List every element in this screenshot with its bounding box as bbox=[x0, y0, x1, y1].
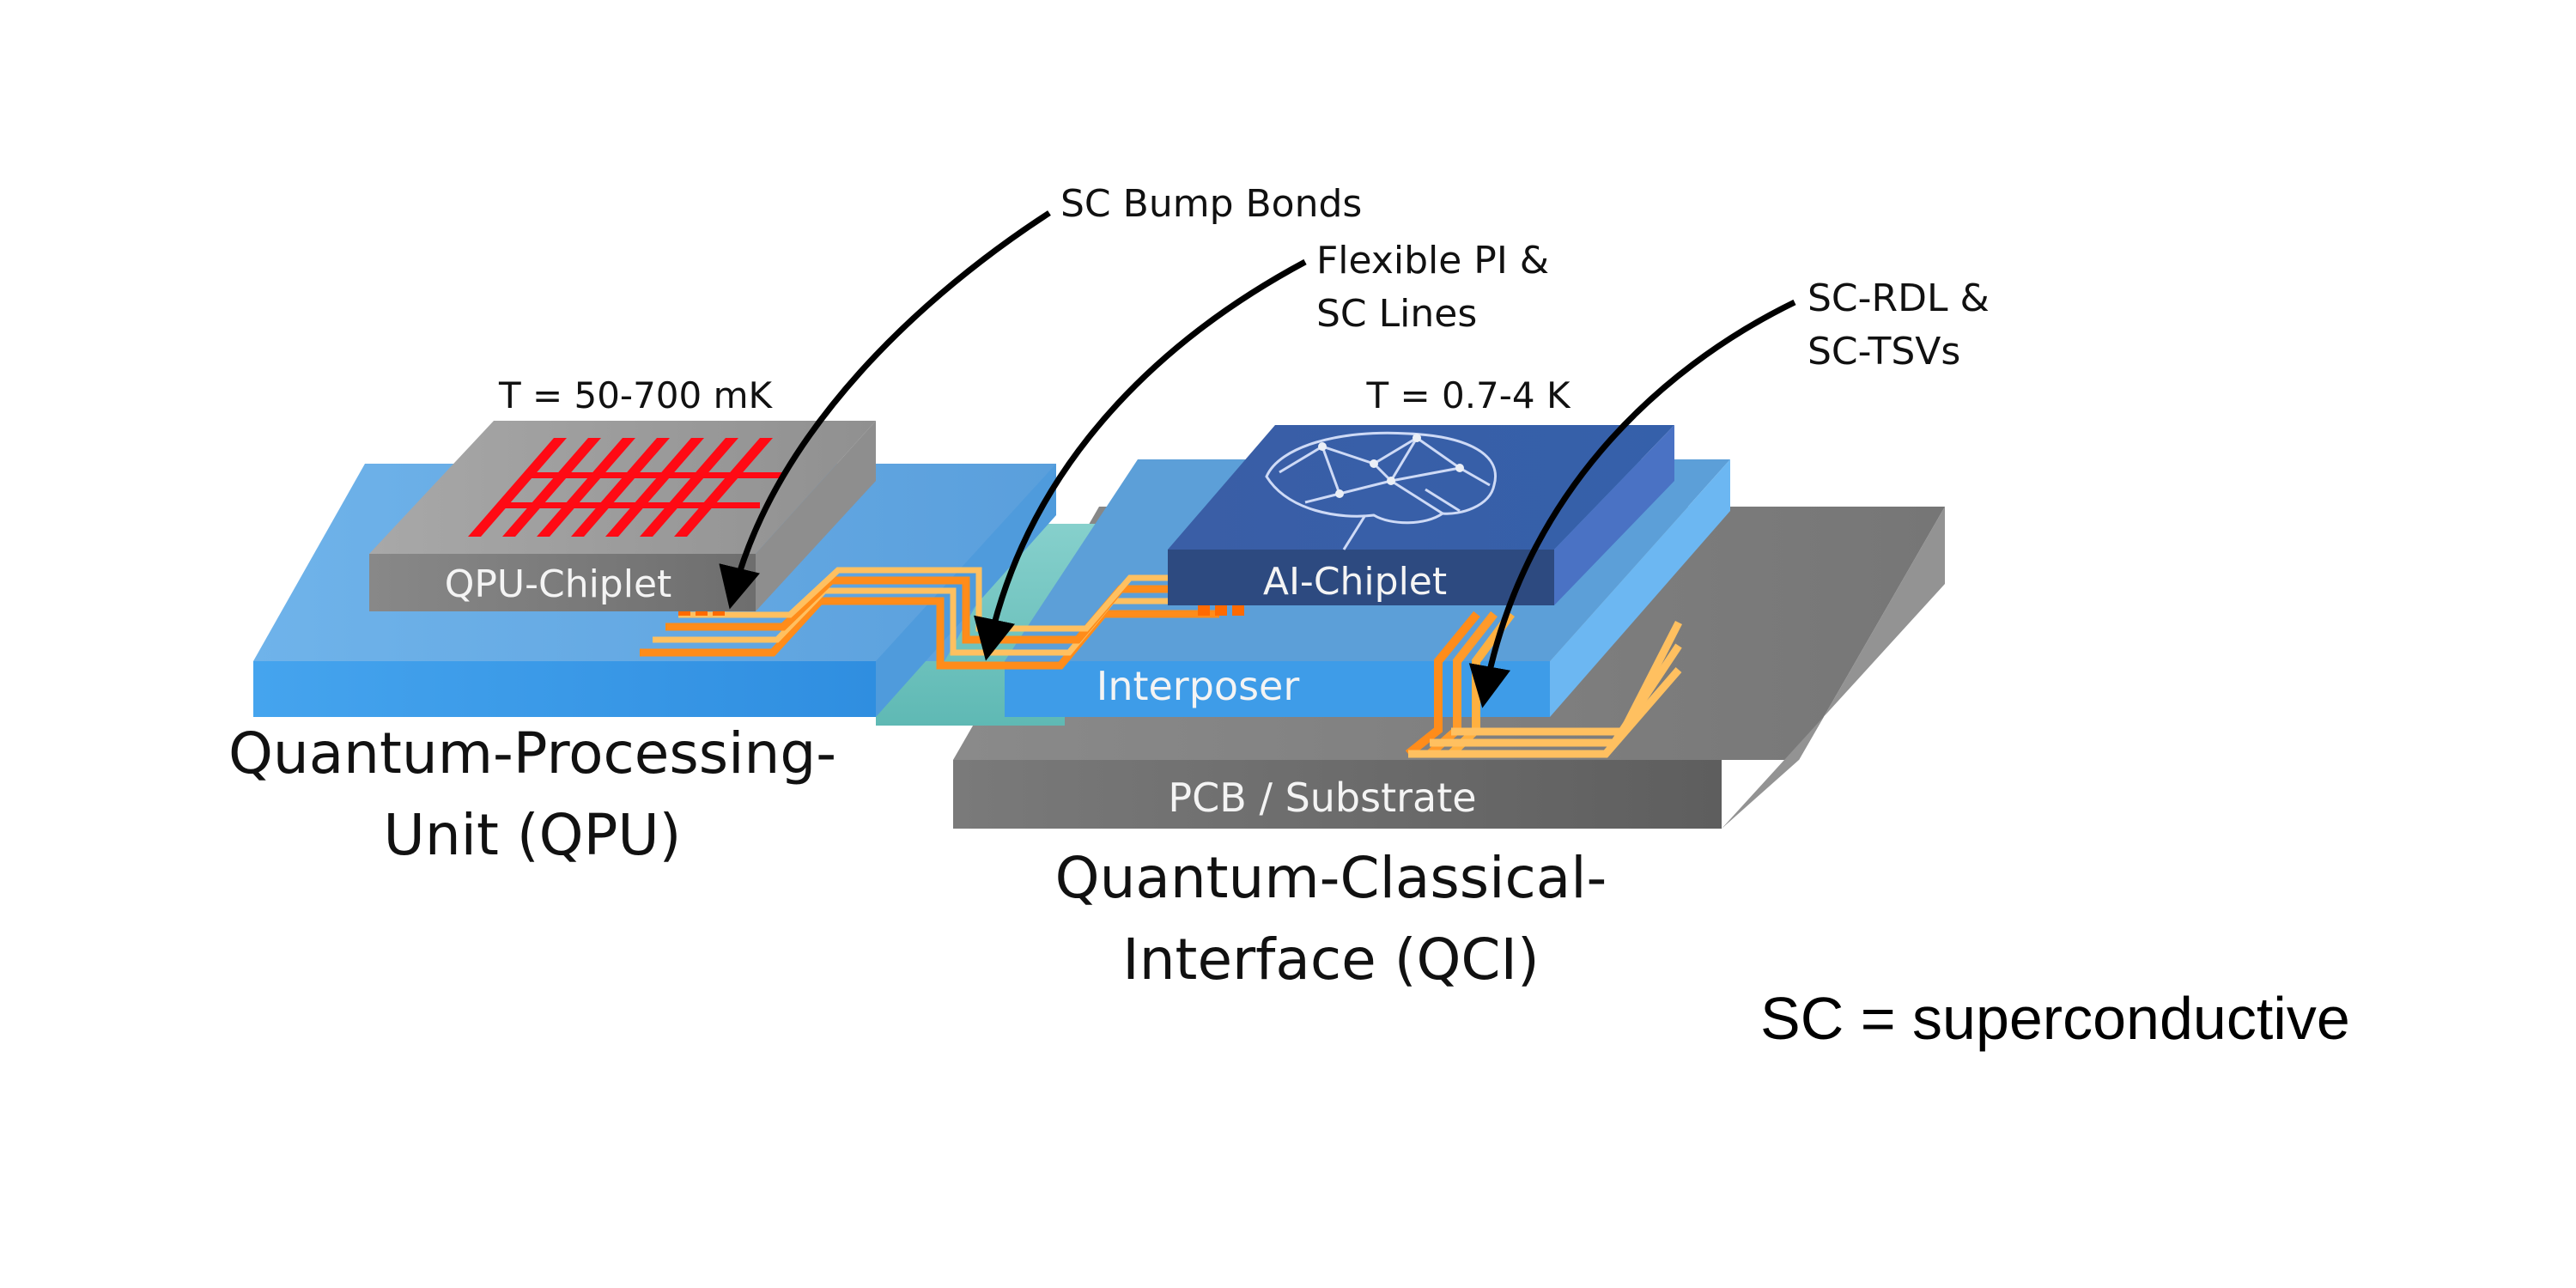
flex-trace bbox=[678, 567, 1245, 632]
rdl-tsv-callout-line2: SC-TSVs bbox=[1807, 330, 1960, 374]
pcb-front-face bbox=[953, 760, 1722, 829]
network-node bbox=[1387, 477, 1395, 485]
brain-network-icon bbox=[1265, 431, 1497, 550]
qubit-coupler bbox=[502, 502, 760, 508]
sc-lines bbox=[640, 567, 1683, 758]
ai-chiplet-top-face bbox=[1168, 425, 1674, 550]
bump-bond bbox=[1215, 605, 1227, 616]
qpu-chiplet-front-face bbox=[369, 554, 756, 611]
legend-note: SC = superconductive bbox=[1760, 985, 2350, 1052]
callout-arrows bbox=[719, 210, 1796, 708]
ai-chiplet-front-face bbox=[1168, 550, 1554, 605]
brain-network-nodes bbox=[1318, 434, 1464, 498]
qpu-temperature-label: T = 50-700 mK bbox=[498, 374, 774, 416]
rdl-tsv-arrow bbox=[1468, 299, 1796, 708]
qpu-module-label-line2: Unit (QPU) bbox=[384, 802, 682, 868]
qpu-board-front-face bbox=[253, 661, 876, 717]
qubit-stripe bbox=[502, 438, 601, 537]
sc-bump-bonds-ai bbox=[1198, 605, 1244, 616]
brain-outline bbox=[1265, 431, 1497, 525]
ai-chiplet-label: AI-Chiplet bbox=[1263, 560, 1447, 604]
ai-chiplet-side-face bbox=[1554, 425, 1674, 605]
bump-bonds-arrow bbox=[719, 210, 1051, 610]
bump-bond bbox=[1198, 605, 1210, 616]
network-node bbox=[1335, 489, 1344, 498]
qubit-stripe bbox=[605, 438, 704, 537]
rdl-tsv-callout-line1: SC-RDL & bbox=[1807, 276, 1990, 320]
ai-temperature-label: T = 0.7-4 K bbox=[1365, 374, 1571, 416]
bump-bond bbox=[1232, 605, 1244, 616]
qubit-coupler bbox=[528, 472, 786, 478]
rdl-trace bbox=[1430, 643, 1682, 747]
network-node bbox=[1318, 442, 1327, 451]
network-node bbox=[1413, 434, 1421, 442]
qubit-stripe bbox=[674, 438, 773, 537]
qpu-chiplet-label: QPU-Chiplet bbox=[445, 562, 672, 606]
pcb-label: PCB / Substrate bbox=[1168, 775, 1476, 821]
network-node bbox=[1455, 464, 1464, 472]
qci-module-label-line1: Quantum-Classical- bbox=[1055, 845, 1607, 911]
interposer-side-face bbox=[1550, 459, 1730, 717]
rdl-trace bbox=[1408, 667, 1682, 758]
qci-module-label-line2: Interface (QCI) bbox=[1122, 927, 1539, 993]
brain-stem bbox=[1342, 514, 1367, 550]
bump-bonds-callout: SC Bump Bonds bbox=[1060, 182, 1362, 226]
network-node bbox=[1370, 459, 1378, 468]
qpu-chiplet-side-face bbox=[756, 421, 876, 611]
qubit-stripe bbox=[537, 438, 635, 537]
qubit-stripe bbox=[468, 438, 567, 537]
flex-trace-bundle bbox=[640, 567, 1245, 670]
flex-lines-arrow bbox=[974, 258, 1307, 661]
interposer-label: Interposer bbox=[1097, 663, 1300, 709]
sc-rdl-tsv-traces bbox=[1405, 611, 1683, 758]
qpu-module-label-line1: Quantum-Processing- bbox=[228, 720, 836, 787]
tsv-trace bbox=[1405, 611, 1480, 757]
flex-lines-callout-line1: Flexible PI & bbox=[1316, 239, 1549, 283]
qubit-stripe bbox=[571, 438, 670, 537]
flex-lines-callout-line2: SC Lines bbox=[1316, 292, 1477, 336]
ai-chiplet: AI-Chiplet bbox=[1168, 425, 1674, 605]
qubit-stripe bbox=[640, 438, 738, 537]
qpu-chiplet: QPU-Chiplet bbox=[369, 421, 876, 611]
qubit-pattern bbox=[468, 438, 786, 537]
rdl-trace bbox=[1451, 620, 1683, 736]
